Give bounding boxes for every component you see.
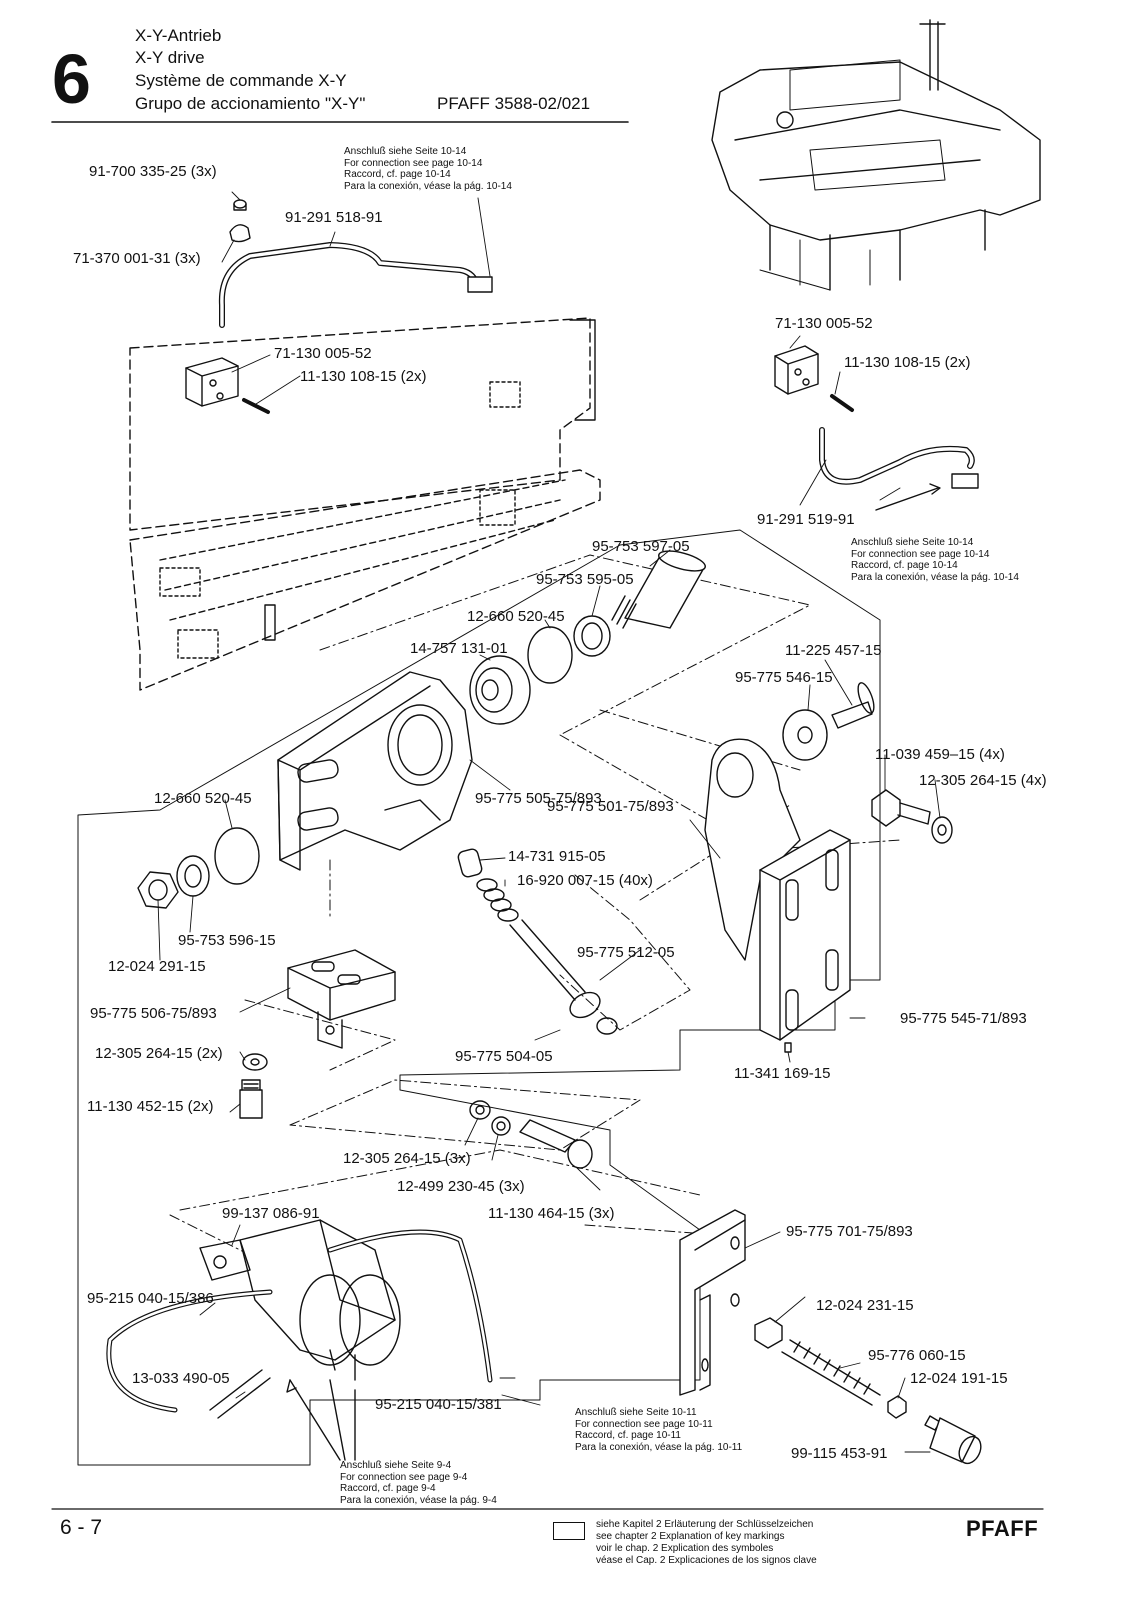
part-label: 11-130 452-15 (2x) bbox=[87, 1098, 214, 1115]
hex-bolt-11-039-459-15 bbox=[871, 789, 931, 827]
part-label: 71-130 005-52 bbox=[775, 315, 873, 332]
part-label: 12-499 230-45 (3x) bbox=[397, 1178, 525, 1195]
part-label: 11-130 464-15 (3x) bbox=[488, 1205, 615, 1222]
part-label: 14-731 915-05 bbox=[508, 848, 606, 865]
part-label: 95-775 501-75/893 bbox=[547, 798, 674, 815]
part-label: 11-130 108-15 (2x) bbox=[844, 354, 971, 371]
washer-12-499-230-45 bbox=[491, 1116, 511, 1136]
title-de: X-Y-Antrieb bbox=[135, 26, 222, 45]
leader-lines bbox=[157, 191, 941, 1453]
cylinder-99-137-086-91 bbox=[199, 1219, 401, 1381]
screw-11-130-464-15 bbox=[519, 1119, 593, 1169]
model-number: PFAFF 3588-02/021 bbox=[437, 94, 591, 113]
title-es: Grupo de accionamiento "X-Y" bbox=[135, 94, 366, 113]
part-label: 95-775 545-71/893 bbox=[900, 1010, 1027, 1027]
part-label: 11-341 169-15 bbox=[734, 1065, 831, 1082]
nut-12-024-231-15 bbox=[754, 1317, 783, 1349]
rail-assembly bbox=[129, 317, 601, 691]
part-label: 95-775 701-75/893 bbox=[786, 1223, 913, 1240]
key-marking-legend: siehe Kapitel 2 Erläuterung der Schlüsse… bbox=[596, 1519, 817, 1566]
bushing-95-753-596-15 bbox=[176, 855, 210, 897]
bearing-14-757-131-01 bbox=[469, 655, 531, 725]
hose-95-215-040-15-386 bbox=[106, 1289, 273, 1413]
key-marking-box bbox=[553, 1522, 585, 1540]
part-label: 11-130 108-15 (2x) bbox=[300, 368, 427, 385]
cable-91-291-518-91 bbox=[218, 199, 493, 328]
part-label: 95-775 505-75/893 bbox=[475, 790, 602, 807]
washer-12-305-264-15-4x bbox=[931, 816, 953, 844]
screw-11-341-169-15 bbox=[784, 1042, 792, 1053]
angle-bracket-95-775-701-75-893 bbox=[679, 1209, 746, 1396]
part-label: 95-753 595-05 bbox=[536, 571, 634, 588]
part-label: 12-305 264-15 (2x) bbox=[95, 1045, 223, 1062]
slide-plate-95-775-545-71-893 bbox=[759, 829, 851, 1041]
chapter-number: 6 bbox=[52, 40, 91, 118]
part-label: 12-660 520-45 bbox=[467, 608, 565, 625]
bushing-95-753-595-05 bbox=[573, 615, 611, 657]
pin-95-753-597-05 bbox=[611, 550, 706, 629]
part-label: 95-753 597-05 bbox=[592, 538, 690, 555]
part-label: 12-024 231-15 bbox=[816, 1297, 914, 1314]
part-label: 91-291 519-91 bbox=[757, 511, 855, 528]
knob-99-115-453-91 bbox=[924, 1415, 982, 1465]
page-number: 6 - 7 bbox=[60, 1516, 103, 1539]
part-label: 99-137 086-91 bbox=[222, 1205, 320, 1222]
brand-logo: PFAFF bbox=[966, 1516, 1039, 1541]
part-label: 71-130 005-52 bbox=[274, 345, 372, 362]
part-label: 12-305 264-15 (4x) bbox=[919, 772, 1047, 789]
part-label: 95-775 512-05 bbox=[577, 944, 675, 961]
washer-12-305-264-15-3x bbox=[469, 1100, 491, 1120]
snap-ring-upper bbox=[527, 626, 573, 684]
washer-95-775-546-15 bbox=[782, 709, 828, 761]
ring-95-775-504-05 bbox=[596, 1017, 618, 1035]
snap-ring-lower bbox=[214, 827, 260, 885]
screw-11-130-452-15 bbox=[239, 1079, 263, 1119]
part-label: 12-024 291-15 bbox=[108, 958, 206, 975]
threaded-rod-95-776-060-15 bbox=[781, 1339, 881, 1406]
part-label: 95-215 040-15/381 bbox=[375, 1396, 502, 1413]
mounting-block-right bbox=[774, 345, 854, 412]
part-label: 95-775 504-05 bbox=[455, 1048, 553, 1065]
spring-stack-16-920-007-15 bbox=[457, 848, 519, 922]
part-label: 12-660 520-45 bbox=[154, 790, 252, 807]
nut-12-024-191-15 bbox=[887, 1395, 907, 1419]
machine-overview-image bbox=[711, 19, 1041, 291]
part-label: 11-225 457-15 bbox=[785, 642, 882, 659]
part-label: 99-115 453-91 bbox=[791, 1445, 888, 1462]
screw-11-225-457-15 bbox=[831, 682, 875, 729]
part-label: 71-370 001-31 (3x) bbox=[73, 250, 201, 267]
part-label: 12-024 191-15 bbox=[910, 1370, 1008, 1387]
part-label: 95-753 596-15 bbox=[178, 932, 276, 949]
part-label: 91-291 518-91 bbox=[285, 209, 383, 226]
part-label: 12-305 264-15 (3x) bbox=[343, 1150, 471, 1167]
part-label: 95-775 546-15 bbox=[735, 669, 833, 686]
part-label: 16-920 007-15 (40x) bbox=[517, 872, 653, 889]
assembly-guide-lines bbox=[169, 554, 901, 1286]
part-label: 13-033 490-05 bbox=[132, 1370, 230, 1387]
part-label: 14-757 131-01 bbox=[410, 640, 508, 657]
part-label: 95-775 506-75/893 bbox=[90, 1005, 217, 1022]
title-en: X-Y drive bbox=[135, 48, 205, 67]
part-label: 95-776 060-15 bbox=[868, 1347, 966, 1364]
washer-12-305-264-15-2x bbox=[242, 1053, 268, 1071]
bracket-95-775-506-75-893 bbox=[287, 949, 396, 1049]
housing-95-775-505-75-893 bbox=[277, 671, 473, 871]
part-label: 11-039 459–15 (4x) bbox=[875, 746, 1005, 763]
part-label: 95-215 040-15/386 bbox=[87, 1290, 214, 1307]
mounting-block-left bbox=[185, 357, 270, 414]
pin-13-033-490-05 bbox=[209, 1369, 271, 1419]
cable-91-291-519-91 bbox=[819, 427, 979, 511]
pin-95-775-512-05 bbox=[509, 919, 601, 1019]
title-fr: Système de commande X-Y bbox=[135, 71, 347, 90]
part-label: 91-700 335-25 (3x) bbox=[89, 163, 217, 180]
